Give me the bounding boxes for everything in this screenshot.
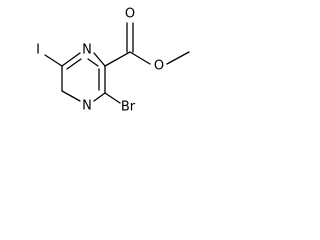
- molecule-structure: N N I Br O O: [36, 7, 190, 115]
- structure-canvas: N N I Br O O: [0, 0, 216, 138]
- bond-ring-c3-nbottom: [93, 92, 106, 102]
- atom-label-carbonyl-oxygen: O: [125, 7, 135, 22]
- bond-carbonyl-ester-oxygen: [129, 51, 151, 65]
- atom-label-nitrogen-top: N: [82, 43, 92, 58]
- bond-ring-nbottom-c5: [61, 90, 81, 102]
- bond-ring-c6-ntop: [61, 52, 81, 67]
- bond-ester-oxygen-methyl: [166, 51, 190, 65]
- bond-ring-c6-ntop-inner: [66, 58, 82, 70]
- atom-label-nitrogen-bottom: N: [82, 99, 92, 114]
- atom-label-bromine: Br: [121, 100, 136, 115]
- atom-label-ester-oxygen: O: [154, 59, 164, 74]
- bond-c6-iodine: [44, 54, 63, 67]
- atom-label-iodine: I: [36, 43, 40, 58]
- bond-c2-carbonyl-carbon: [104, 51, 131, 67]
- bond-ring-ntop-c2-inner: [87, 58, 99, 67]
- bond-ring-ntop-c2: [93, 52, 106, 67]
- bond-c3-bromine: [104, 92, 121, 104]
